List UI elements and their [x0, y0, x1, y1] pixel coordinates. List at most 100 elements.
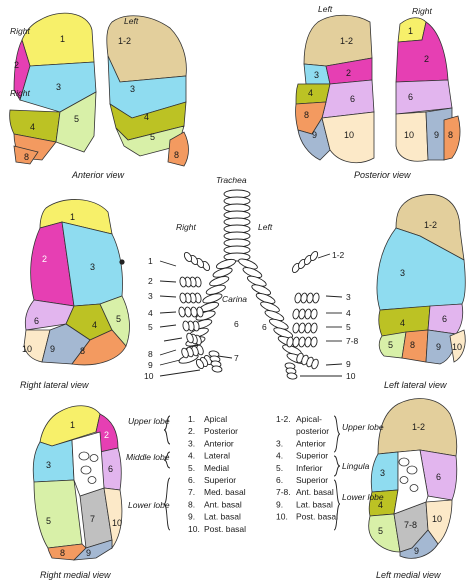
right-medial-view-caption: Right medial view	[40, 570, 111, 580]
key-left-name: Superior	[296, 451, 328, 461]
left-lateral-seg-5	[378, 331, 407, 359]
left-medial-seg-label: 7-8	[404, 520, 417, 530]
tree-number-right: 8	[148, 349, 153, 359]
left-medial-hilum-vessels	[398, 457, 419, 492]
left-lateral-seg-label: 8	[410, 340, 415, 350]
trachea	[223, 189, 251, 262]
right-medial-seg-label: 3	[46, 460, 51, 470]
key-left-upper-lobe: Upper lobe	[342, 422, 384, 432]
bronchus-ring	[195, 310, 216, 321]
key-right-name: Med. basal	[204, 487, 246, 497]
key-left-name: Ant. basal	[296, 487, 334, 497]
left-lateral-seg-label: 4	[400, 318, 405, 328]
left-medial-seg-12	[377, 398, 458, 457]
left-medial-seg-label: 6	[436, 472, 441, 482]
posterior-seg-label: 10	[404, 130, 414, 140]
left-lateral-view	[376, 194, 466, 365]
key-left-name: Apical-	[296, 414, 322, 424]
anterior-right-seg-2	[13, 38, 31, 101]
key-left-name: Inferior	[296, 463, 323, 473]
anterior-seg-label: 8	[174, 150, 179, 160]
right-medial-seg-label: 6	[108, 464, 113, 474]
left-medial-seg-label: 4	[378, 500, 383, 510]
segmental-bronchus-ring	[183, 251, 193, 263]
posterior-seg-label: 3	[314, 70, 319, 80]
bronchus-ring	[202, 293, 223, 304]
right-medial-seg-5	[33, 479, 83, 549]
key-left-number: 9.	[276, 499, 283, 509]
right-lateral-seg-label: 4	[92, 320, 97, 330]
right-lateral-view-caption: Right lateral view	[20, 380, 89, 390]
right-lateral-seg-label: 3	[90, 262, 95, 272]
anterior-seg-label: 1-2	[118, 36, 131, 46]
key-left-number: 5.	[276, 463, 283, 473]
segmental-bronchus-ring	[186, 332, 194, 344]
right-lateral-seg-8	[71, 329, 127, 366]
segmental-bronchus-ring	[211, 365, 223, 373]
key-right-name: Lat. basal	[204, 512, 241, 522]
anterior-seg-label: 4	[144, 112, 149, 122]
left-lateral-seg-10	[449, 329, 466, 363]
right-medial-seg-label: 9	[86, 548, 91, 558]
anterior-view-caption: Anterior view	[71, 170, 125, 180]
trachea-label: Trachea	[216, 175, 247, 185]
left-lateral-view-caption: Left lateral view	[384, 380, 447, 390]
posterior-seg-label: 6	[350, 94, 355, 104]
left-lateral-seg-label: 5	[388, 340, 393, 350]
anterior-right-label-2: Right	[10, 88, 30, 98]
tree-number-left: 3	[346, 292, 351, 302]
key-right-list: 1.Apical2.Posterior3.Anterior4.Lateral5.…	[188, 414, 246, 534]
anterior-seg-label: 4	[30, 122, 35, 132]
left-medial-seg-5	[368, 513, 401, 553]
key-right-lower-lobe: Lower lobe	[128, 500, 170, 510]
key-right-name: Medial	[204, 463, 229, 473]
key-left-number: 3.	[276, 438, 283, 448]
segmental-bronchus-ring	[179, 292, 187, 304]
segmental-bronchus-ring	[179, 276, 187, 288]
key-left-number: 6.	[276, 475, 283, 485]
key-brace-upper-right	[163, 415, 171, 445]
anterior-left-seg-12	[106, 15, 187, 83]
posterior-right-seg-8	[443, 115, 461, 161]
anterior-right-seg-1	[21, 12, 95, 67]
key-right-name: Anterior	[204, 438, 234, 448]
left-lateral-seg-label: 10	[452, 342, 462, 352]
tree-number-right: 1	[148, 256, 153, 266]
anterior-seg-label: 5	[150, 132, 155, 142]
left-medial-seg-label: 3	[380, 468, 385, 478]
key-left-name: posterior	[296, 426, 329, 436]
tree-number-left: 5	[346, 322, 351, 332]
anterior-view	[9, 12, 189, 167]
tree-number-left: 7-8	[346, 336, 359, 346]
key-brace-upper-left	[333, 415, 341, 453]
posterior-view	[295, 14, 461, 164]
key-right-number: 5.	[188, 463, 195, 473]
posterior-left-seg-6	[321, 79, 375, 119]
posterior-seg-label: 9	[434, 130, 439, 140]
key-right-number: 7.	[188, 487, 195, 497]
key-left-lower-lobe: Lower lobe	[342, 492, 384, 502]
posterior-seg-label: 8	[304, 110, 309, 120]
right-medial-hilum	[71, 431, 105, 497]
posterior-left-seg-10	[321, 111, 375, 164]
posterior-seg-label: 2	[424, 54, 429, 64]
posterior-seg-label: 4	[308, 88, 313, 98]
right-lateral-seg-label: 1	[70, 212, 75, 222]
tree-pointer-lines	[159, 253, 343, 377]
right-lateral-seg-label: 6	[34, 316, 39, 326]
tree-number-left: 1-2	[332, 250, 345, 260]
posterior-left-label: Left	[318, 4, 333, 14]
key-right-name: Post. basal	[204, 524, 246, 534]
tree-left-label: Left	[258, 222, 273, 232]
key-right-number: 8.	[188, 499, 195, 509]
tree-number-left: 6	[262, 322, 267, 332]
left-segmental-bronchi	[178, 251, 223, 373]
right-lateral-seg-label: 2	[42, 254, 47, 264]
bronchus-ring	[212, 267, 233, 278]
key-right-name: Superior	[204, 475, 236, 485]
key-right-number: 2.	[188, 426, 195, 436]
anterior-seg-label: 1	[60, 34, 65, 44]
segmental-bronchus-ring	[309, 250, 319, 262]
right-lateral-view	[23, 199, 130, 366]
anterior-seg-label: 8	[24, 152, 29, 162]
